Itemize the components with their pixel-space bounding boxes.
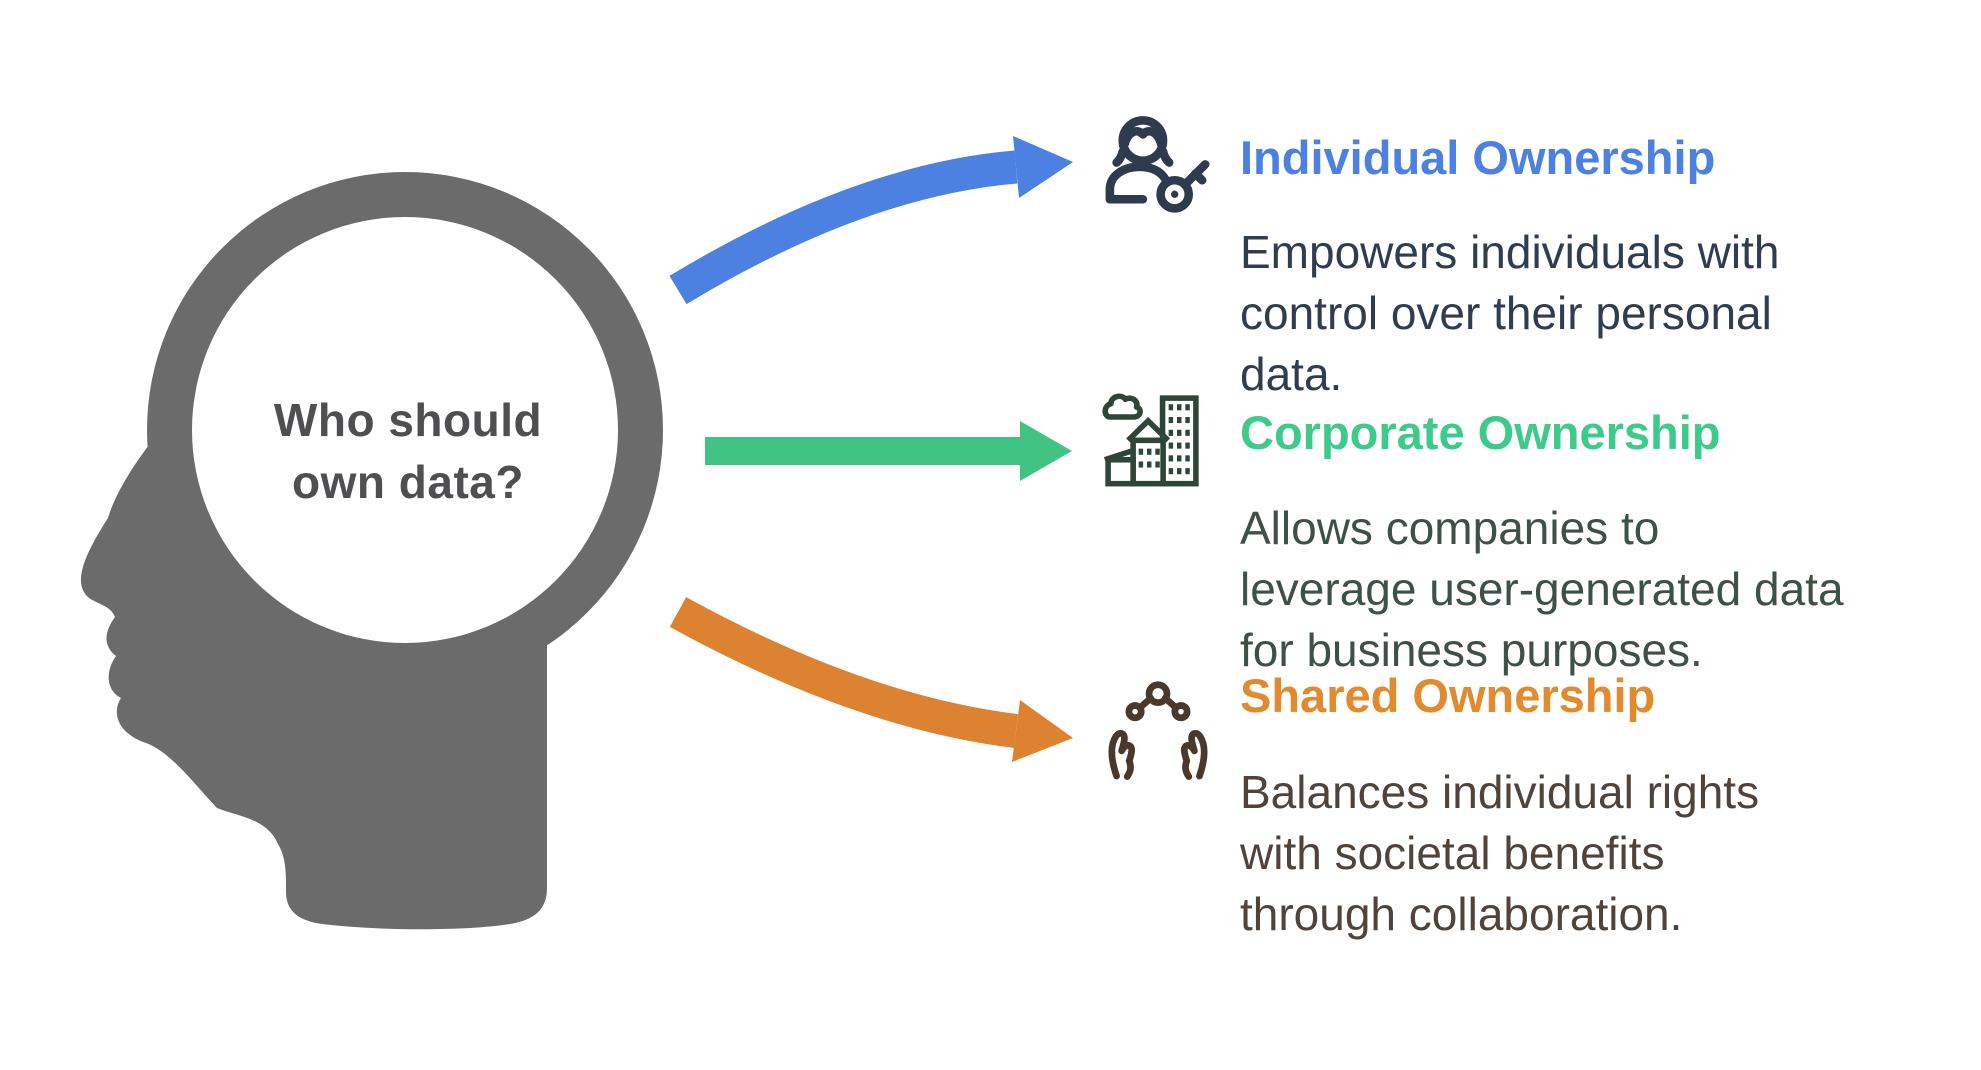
- arrow-head: [1020, 421, 1072, 481]
- arrow-head: [1013, 136, 1073, 198]
- section-body-corporate: Allows companies to leverage user-genera…: [1240, 502, 1844, 676]
- house-windows: [1138, 448, 1160, 468]
- thought-bubble: [192, 217, 618, 643]
- arrow-shaft: [705, 437, 1020, 465]
- arrow-to-corporate: [705, 421, 1072, 481]
- section-heading-individual: Individual Ownership: [1240, 131, 1716, 184]
- arrow-to-individual: [669, 136, 1073, 305]
- building-windows: [1168, 404, 1190, 475]
- section-heading-corporate: Corporate Ownership: [1240, 406, 1721, 459]
- arrow-shaft: [669, 150, 1018, 305]
- section-heading-shared: Shared Ownership: [1240, 669, 1656, 722]
- arrow-shaft: [669, 597, 1019, 748]
- arrow-to-shared: [669, 597, 1073, 762]
- arrow-head: [1012, 700, 1073, 762]
- city-buildings-icon: [1102, 393, 1199, 487]
- central-question: Who should own data?: [273, 394, 543, 508]
- hands-holding-network-icon: [1108, 681, 1208, 780]
- section-body-shared: Balances individual rights with societal…: [1240, 766, 1760, 940]
- thinking-head-silhouette: [80, 172, 663, 930]
- section-body-individual: Empowers individuals with control over t…: [1240, 226, 1780, 400]
- person-with-key-icon: [1105, 116, 1210, 213]
